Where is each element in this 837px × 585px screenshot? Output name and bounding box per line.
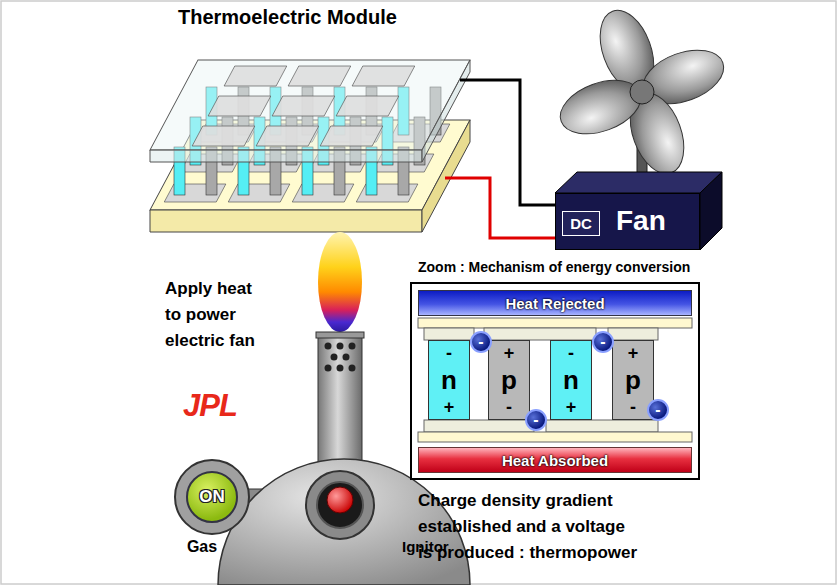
node-text: +: [444, 398, 455, 416]
electron: -: [470, 331, 492, 353]
node-text: -: [446, 344, 452, 362]
thermoelectric-module: [150, 60, 470, 232]
node-text: n: [441, 366, 457, 394]
wires: [445, 80, 556, 238]
fan-box: Fan DC: [555, 193, 700, 250]
instruction-text: Apply heat to power electric fan: [165, 276, 260, 354]
node-text: -: [630, 398, 636, 416]
electron: -: [525, 409, 547, 431]
node-text: -: [568, 344, 574, 362]
electron: -: [592, 331, 614, 353]
node-text: ON: [199, 487, 225, 507]
fan: [553, 3, 731, 250]
dc-box: DC: [562, 211, 600, 236]
node-text: p: [501, 366, 517, 394]
node-text: -: [533, 412, 538, 428]
title-text: Thermoelectric Module: [178, 6, 397, 29]
node-text: DC: [570, 215, 592, 232]
node-text: -: [506, 398, 512, 416]
n-leg: - n +: [550, 340, 592, 420]
node-text: Heat Absorbed: [502, 452, 608, 469]
electron: -: [647, 399, 669, 421]
p-leg: + p -: [488, 340, 530, 420]
node-text: Heat Rejected: [505, 295, 604, 312]
node-text: -: [478, 334, 483, 350]
node-text: Zoom : Mechanism of energy conversion: [418, 259, 690, 275]
node-text: p: [625, 366, 641, 394]
logo-text: JPL: [183, 388, 237, 424]
node-text: -: [655, 402, 660, 418]
heat-absorbed-band: Heat Absorbed: [418, 447, 692, 473]
gas-knob: ON: [186, 471, 238, 523]
heat-rejected-band: Heat Rejected: [418, 290, 692, 316]
node-text: n: [563, 366, 579, 394]
zoom-panel: Zoom : Mechanism of energy conversionHea…: [410, 282, 700, 480]
caption-text: Charge density gradient established and …: [418, 488, 641, 566]
node-text: +: [566, 398, 577, 416]
zoom-illustration: [410, 282, 700, 480]
node-text: +: [628, 344, 639, 362]
node-text: -: [600, 334, 605, 350]
n-leg: - n +: [428, 340, 470, 420]
node-text: +: [504, 344, 515, 362]
part-name: Gas: [172, 538, 232, 556]
node-text: Fan: [616, 204, 666, 238]
